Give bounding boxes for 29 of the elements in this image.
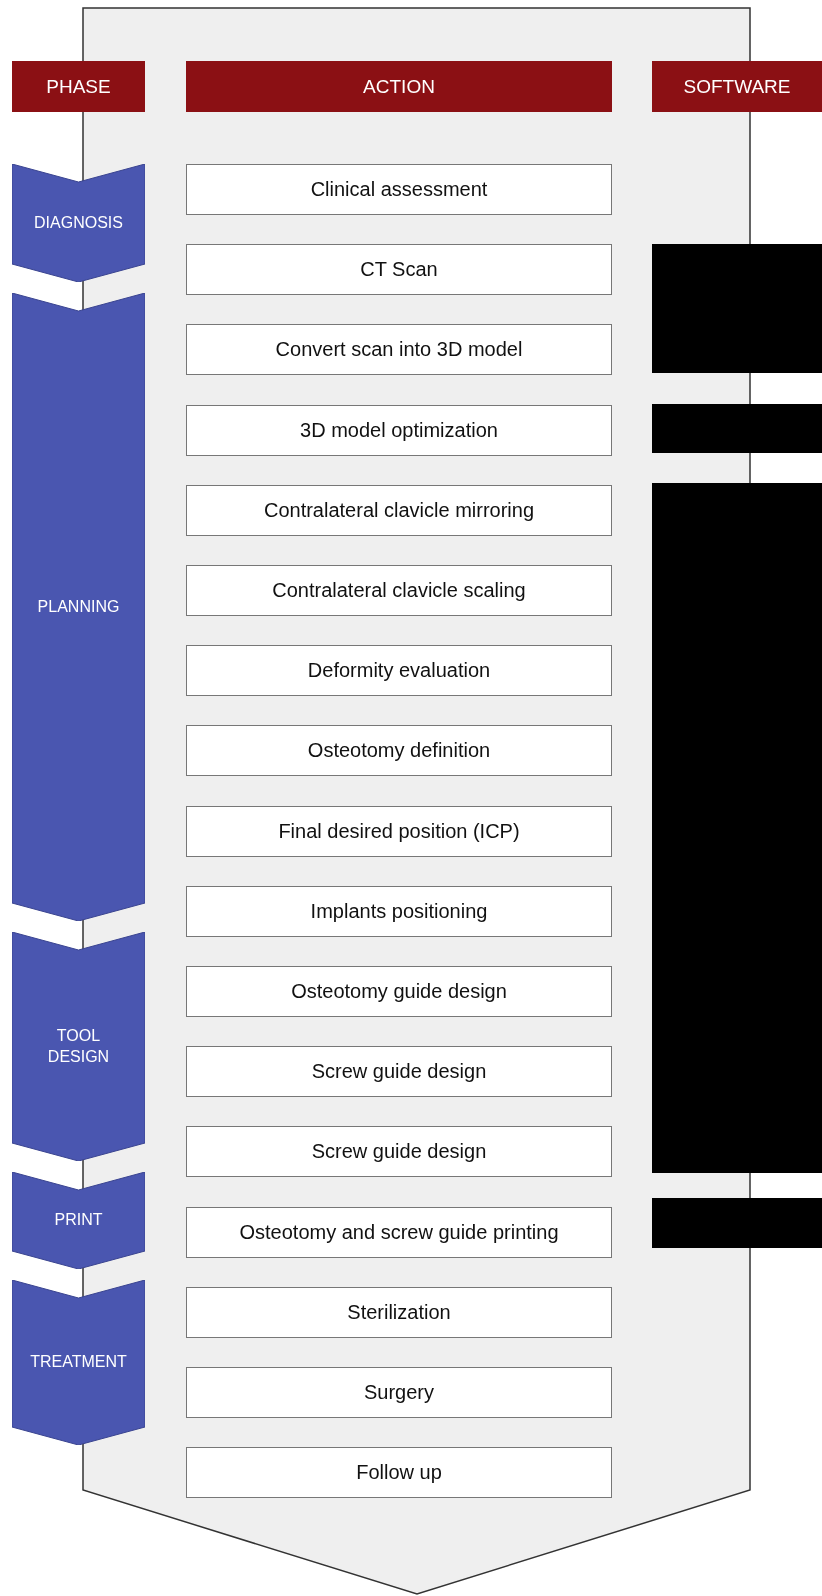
process-box: CT Scan: [186, 244, 612, 296]
process-box: Follow up: [186, 1447, 612, 1499]
process-box: Sterilization: [186, 1286, 612, 1338]
column-header: ACTION: [186, 61, 612, 112]
software-bar: [652, 1198, 822, 1248]
software-bar: [652, 244, 822, 373]
process-box: Implants positioning: [186, 885, 612, 937]
process-box: Screw guide design: [186, 1046, 612, 1098]
process-box: 3D model optimization: [186, 404, 612, 456]
process-box: Osteotomy guide design: [186, 966, 612, 1017]
phase-label: TOOL DESIGN: [46, 1025, 111, 1067]
phase-label: DIAGNOSIS: [33, 212, 124, 233]
column-header: PHASE: [12, 61, 145, 112]
phase-label: TREATMENT: [29, 1352, 128, 1373]
process-box: Contralateral clavicle mirroring: [186, 484, 612, 536]
software-bar: [652, 404, 822, 453]
process-box: Contralateral clavicle scaling: [186, 565, 612, 616]
process-box: Deformity evaluation: [186, 645, 612, 697]
process-box: Osteotomy definition: [186, 725, 612, 777]
process-box: Surgery: [186, 1367, 612, 1418]
process-box: Clinical assessment: [186, 164, 612, 215]
process-box: Convert scan into 3D model: [186, 324, 612, 376]
phase-label: PRINT: [53, 1210, 104, 1231]
software-bar: [652, 483, 822, 1173]
column-header: SOFTWARE: [652, 61, 822, 112]
process-box: Screw guide design: [186, 1126, 612, 1178]
process-box: Final desired position (ICP): [186, 805, 612, 857]
phase-label: PLANNING: [36, 596, 121, 617]
process-box: Osteotomy and screw guide printing: [186, 1206, 612, 1258]
